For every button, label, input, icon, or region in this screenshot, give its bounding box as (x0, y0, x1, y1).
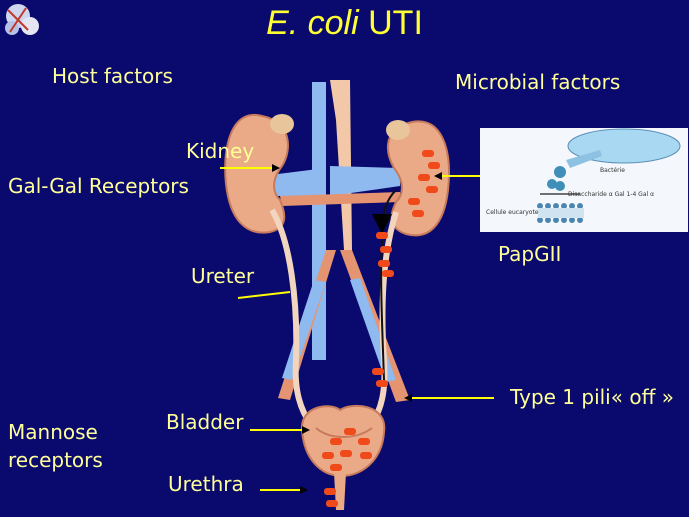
host-factors-label: Host factors (52, 64, 173, 88)
inset-cell-label: Cellule eucaryote (486, 209, 539, 216)
ureter-label: Ureter (191, 264, 255, 288)
urethra (334, 472, 346, 510)
ascending-path (380, 239, 385, 381)
inset-bacteria-label: Bactérie (600, 167, 625, 174)
renal-artery (280, 192, 400, 206)
kidney-left (224, 113, 294, 234)
title-italic: E. coli (266, 4, 359, 42)
ureter-arrow (237, 291, 291, 299)
papgii-inset: Bactérie Disaccharide α Gal 1-4 Gal α Ce… (480, 128, 688, 232)
slide-title: E. coli UTI (0, 4, 689, 43)
gal-gal-receptors-label: Gal-Gal Receptors (8, 174, 189, 198)
ureter-left (269, 208, 315, 428)
microbial-factors-label: Microbial factors (455, 70, 621, 94)
renal-vein-left (270, 168, 326, 196)
aorta (330, 80, 352, 250)
inset-disaccharide-label: Disaccharide α Gal 1-4 Gal α (568, 191, 654, 198)
iliac-vein-left (282, 280, 326, 380)
renal-vein-right (330, 166, 400, 196)
papgii-label: PapGII (498, 242, 562, 266)
corner-logo-icon (5, 4, 39, 35)
ascending-arrow-upper (372, 189, 397, 234)
mannose-label-line1: Mannose (8, 420, 98, 444)
type1-pili-label: Type 1 pili« off » (510, 385, 674, 409)
mannose-label-line2: receptors (8, 448, 103, 472)
iliac-vein-right (350, 278, 396, 382)
bladder (300, 404, 386, 478)
urethra-label: Urethra (168, 472, 244, 496)
bladder-label: Bladder (166, 410, 244, 434)
bacteria-group (322, 150, 440, 507)
title-rest: UTI (368, 4, 423, 42)
kidney-label: Kidney (186, 139, 255, 163)
